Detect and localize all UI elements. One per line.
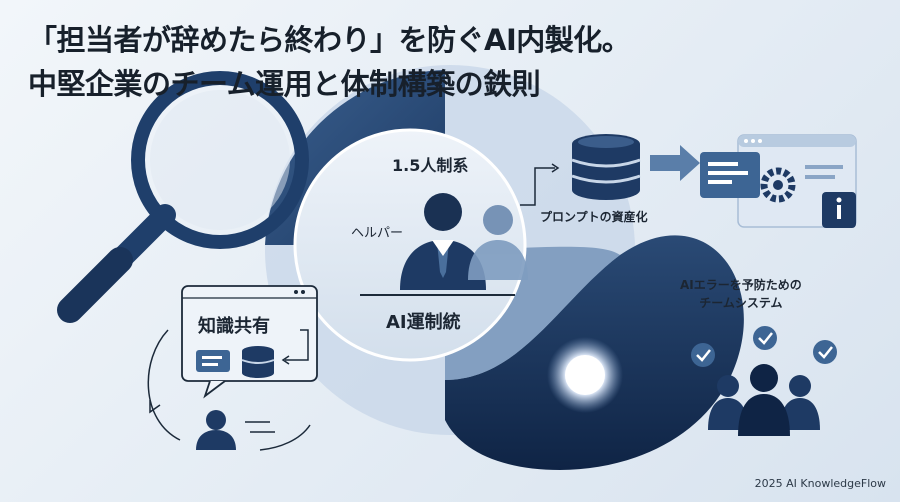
- connector-line: [520, 167, 555, 206]
- team-system-line-1: AIエラーを予防ための: [680, 278, 802, 292]
- dashboard-window-icon: [700, 134, 857, 228]
- magnifying-glass-icon: [57, 71, 309, 323]
- arrow-right-icon: [650, 145, 700, 181]
- database-icon: [571, 134, 641, 200]
- copyright-text: 2025 AI KnowledgeFlow: [754, 477, 886, 490]
- team-system-label: AIエラーを予防ための チームシステム: [680, 276, 802, 312]
- cycle-arrows-icon: [147, 329, 311, 451]
- person-user-icon: [196, 410, 236, 450]
- center-label-helper: ヘルパー: [351, 226, 404, 241]
- knowledge-share-label: 知識共有: [198, 316, 270, 337]
- title-line-1: 「担当者が辞めたら終わり」を防ぐAI内製化。: [28, 23, 631, 57]
- team-system-line-2: チームシステム: [699, 296, 783, 310]
- knowledge-window-icon: [181, 285, 318, 399]
- prompt-assets-label: プロンプトの資産化: [540, 210, 648, 224]
- glow-orb: [565, 355, 605, 395]
- center-label-bottom: AI運制統: [386, 312, 461, 333]
- center-circle: [293, 128, 527, 362]
- team-check-icon: [691, 326, 837, 436]
- center-label-top: 1.5人制系: [392, 156, 469, 175]
- person-helper-icon: [468, 205, 528, 280]
- title-line-2: 中堅企業のチーム運用と体制構築の鉄則: [28, 67, 541, 101]
- page-title: 「担当者が辞めたら終わり」を防ぐAI内製化。 中堅企業のチーム運用と体制構築の鉄…: [28, 18, 631, 106]
- person-main-icon: [400, 193, 486, 290]
